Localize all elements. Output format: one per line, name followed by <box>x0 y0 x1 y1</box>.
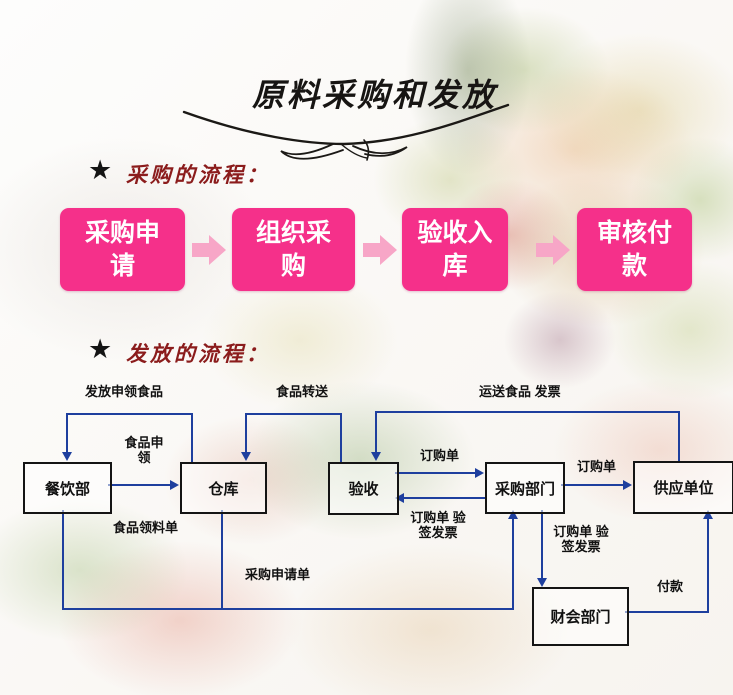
star-icon: ★ <box>88 334 113 364</box>
connector-payment <box>707 519 709 613</box>
node-catering-department: 餐饮部 <box>23 462 112 514</box>
arrowhead-into-finance <box>537 578 547 587</box>
pink-arrow-right-icon <box>192 235 226 265</box>
label-order-invoice-to-acceptance: 订购单 验签发票 <box>410 510 466 540</box>
label-payment: 付款 <box>657 579 684 594</box>
connector-deliver-food <box>678 411 680 461</box>
connector-deliver-food <box>375 411 680 413</box>
node-label: 餐饮部 <box>44 480 90 498</box>
arrowhead-into-acceptance <box>371 452 381 461</box>
node-acceptance: 验收 <box>328 462 399 515</box>
step-label: 审核付款 <box>596 219 672 280</box>
title-flourish-swirl <box>182 103 510 161</box>
label-food-transfer: 食品转送 <box>276 384 329 399</box>
arrowhead-into-purchasing <box>508 510 518 519</box>
arrowhead-into-acceptance <box>395 493 404 503</box>
connector-purchase-request <box>62 608 514 610</box>
label-order-to-purchasing: 订购单 <box>420 448 460 463</box>
node-warehouse: 仓库 <box>180 462 267 514</box>
arrowhead-into-warehouse <box>241 452 251 461</box>
arrowhead-into-supplier <box>703 510 713 519</box>
label-food-request: 食品申领 <box>124 435 164 465</box>
connector-purchase-request <box>62 510 64 610</box>
connector-order-invoice-to-acceptance <box>404 497 485 499</box>
arrowhead-into-supplier <box>623 480 632 490</box>
pink-arrow-right-icon <box>536 235 570 265</box>
node-label: 供应单位 <box>653 480 714 497</box>
step-label: 验收入库 <box>417 219 493 280</box>
connector-food-transfer <box>245 413 247 453</box>
connector-food-request <box>108 484 172 486</box>
connector-payment <box>625 611 709 613</box>
connector-purchase-request <box>512 519 514 610</box>
arrowhead-into-warehouse <box>170 480 179 490</box>
node-supplier-unit: 供应单位 <box>633 461 733 514</box>
step-label: 采购申请 <box>84 219 160 280</box>
node-label: 财会部门 <box>550 609 611 626</box>
node-label: 验收 <box>348 481 379 498</box>
label-order-invoice-to-finance: 订购单 验签发票 <box>553 524 609 554</box>
label-food-requisition: 食品领料单 <box>113 520 179 535</box>
step-review-payment: 审核付款 <box>577 208 692 291</box>
step-purchase-request: 采购申请 <box>60 208 185 291</box>
connector-order-to-supplier <box>561 484 625 486</box>
step-acceptance-storage: 验收入库 <box>402 208 508 291</box>
connector-distribute-food <box>66 413 68 453</box>
page-title: 原料采购和发放 <box>252 76 498 114</box>
node-label: 仓库 <box>208 480 239 498</box>
label-purchase-request: 采购申请单 <box>245 567 311 582</box>
procurement-section-heading: 采购的流程： <box>126 162 270 187</box>
connector-order-invoice-to-finance <box>541 510 543 579</box>
connector-order-to-purchasing <box>395 472 477 474</box>
connector-distribute-food <box>66 413 193 415</box>
arrowhead-into-purchasing <box>475 468 484 478</box>
label-order-to-supplier: 订购单 <box>577 459 617 474</box>
pink-arrow-right-icon <box>363 235 397 265</box>
connector-distribute-food <box>191 413 193 462</box>
label-distribute-food: 发放申领食品 <box>85 384 164 399</box>
connector-purchase-request <box>221 510 223 610</box>
node-finance-department: 财会部门 <box>532 587 629 646</box>
connector-food-transfer <box>245 413 342 415</box>
connector-food-transfer <box>340 413 342 462</box>
label-deliver-food-invoice: 运送食品 发票 <box>479 384 561 399</box>
step-label: 组织采购 <box>255 219 331 280</box>
node-purchasing-department: 采购部门 <box>485 462 565 514</box>
star-icon: ★ <box>88 155 113 185</box>
distribution-section-heading: 发放的流程： <box>126 341 270 366</box>
node-label: 采购部门 <box>494 480 555 498</box>
connector-deliver-food <box>375 411 377 453</box>
step-organize-purchasing: 组织采购 <box>232 208 355 291</box>
arrowhead-into-catering <box>62 452 72 461</box>
